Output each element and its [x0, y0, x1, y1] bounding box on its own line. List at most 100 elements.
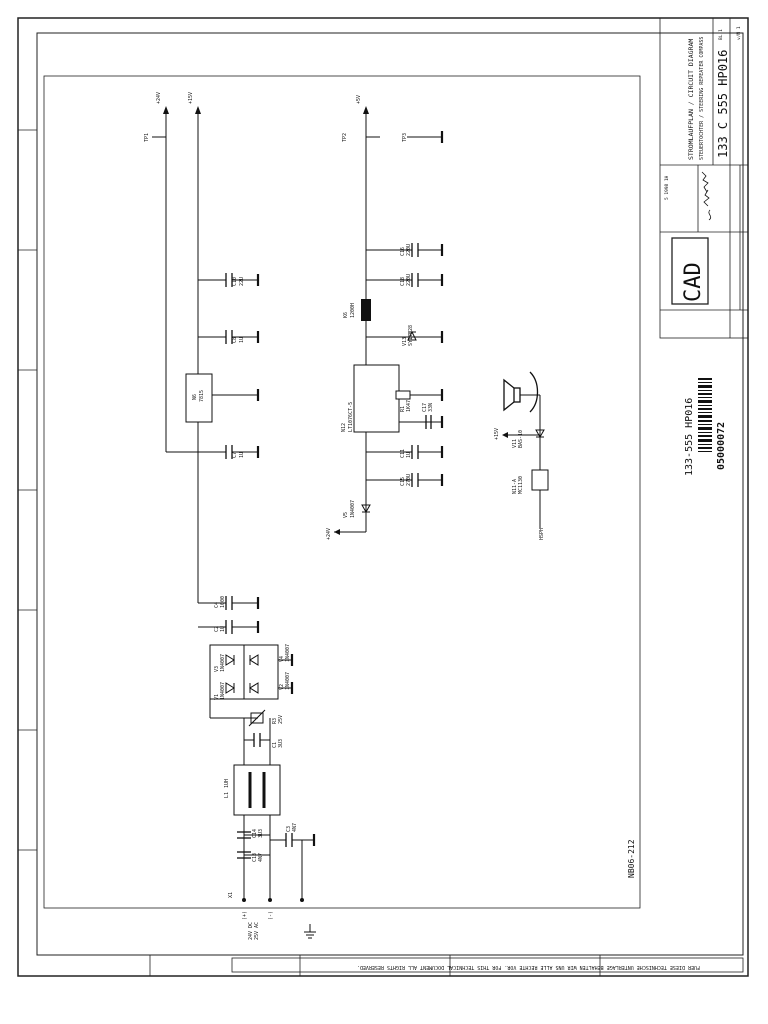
label-c1: C1 [272, 742, 278, 748]
label-c11: C11 [400, 449, 406, 458]
value-c2: 1U [220, 626, 226, 632]
value-c17: 33N [428, 403, 434, 412]
testpoint-tp1: TP1 [144, 133, 150, 142]
value-v4: 1N4007 [285, 644, 291, 662]
polarity-plus: (+) [242, 911, 248, 920]
schematic-wires [152, 112, 541, 900]
value-c3: 4N7 [292, 823, 298, 832]
net-24v-top: +24V [156, 92, 162, 104]
value-c11: 1U [406, 452, 412, 458]
barcode-label: 133-555 HP016 [684, 398, 695, 476]
value-n6: 7815 [199, 390, 205, 402]
label-c4: C4 [214, 602, 220, 608]
net-15v-in: +15V [494, 428, 500, 440]
label-c3: C3 [286, 826, 292, 832]
drawing-frame [17, 17, 749, 977]
value-c16: 220U [406, 244, 412, 256]
footer-note: FUER DIESE TECHNISCHE UNTERLAGE BEHALTEN… [357, 964, 700, 970]
title-primary: STROMLAUFPLAN / CIRCUIT DIAGRAM [687, 39, 695, 160]
testpoint-tp2: TP2 [342, 133, 348, 142]
label-r3: R3 [272, 718, 278, 724]
value-k6: 1200H [350, 303, 356, 318]
label-c16: C16 [400, 247, 406, 256]
label-c8: C8 [232, 337, 238, 343]
label-v3: V3 [214, 666, 220, 672]
label-n12: N12 [341, 423, 347, 432]
label-c10: C10 [232, 277, 238, 286]
drawing-number: 133 C 555 HP016 [716, 50, 730, 158]
label-l1: L1 [224, 792, 230, 798]
label-v2: V2 [279, 684, 285, 690]
value-v13: SY17L28 [408, 325, 414, 346]
net-labels: +24V +15V +5V +24V +15V HSPH TP1 TP2 TP3 [144, 92, 545, 540]
value-l1: 1UH [224, 779, 230, 788]
label-x1: X1 [228, 892, 234, 898]
label-c18: C18 [400, 277, 406, 286]
footer-note-bar: FUER DIESE TECHNISCHE UNTERLAGE BEHALTEN… [231, 957, 744, 973]
title-block [659, 17, 749, 339]
label-c13: C13 [252, 853, 258, 862]
label-n6: N6 [192, 394, 198, 400]
frame-grid-ticks [18, 129, 601, 976]
value-c7: 1U [239, 452, 245, 458]
value-v1: 1N4007 [220, 682, 226, 700]
value-c13: 4N7 [258, 853, 264, 862]
label-c15: C15 [400, 477, 406, 486]
value-c14: 3U3 [258, 829, 264, 838]
scale-note: 5 1998 1H [664, 175, 670, 200]
barcode [698, 378, 712, 452]
value-c8: 1U [239, 337, 245, 343]
value-r1: 1K47 [406, 400, 412, 412]
value-v5: 1N4007 [350, 500, 356, 518]
value-c1: 3U3 [278, 739, 284, 748]
label-v11: V11 [512, 439, 518, 448]
label-c2: C2 [214, 626, 220, 632]
signature-scribbles [701, 171, 712, 221]
net-5v-top: +5V [356, 95, 362, 104]
label-v4: V4 [279, 656, 285, 662]
label-c7: C7 [232, 452, 238, 458]
net-24v-in: +24V [326, 528, 332, 540]
value-n11: MC1130 [518, 476, 524, 494]
label-v1: V1 [214, 694, 220, 700]
supply-label-ac: 25V AC [254, 922, 260, 940]
capacitor-symbols [225, 243, 432, 859]
ground-symbol [304, 924, 316, 939]
value-v11: BAS-10 [518, 430, 524, 448]
varistor-r3 [248, 709, 266, 727]
component-labels: C10 22U C8 1U N6 7815 C7 1U C16 220U C18… [192, 244, 524, 940]
supply-label-dc: 24V DC [248, 922, 254, 940]
cad-mark: CAD [681, 262, 706, 302]
barcode-number: 05000072 [716, 422, 727, 470]
net-hsph: HSPH [539, 528, 545, 540]
net-15v-top: +15V [188, 92, 194, 104]
value-r3: 25V [278, 715, 284, 724]
diode-symbols [225, 330, 545, 694]
component-boxes [185, 364, 549, 491]
value-c15: 270U [406, 474, 412, 486]
label-c14: C14 [252, 829, 258, 838]
value-c18: 220U [406, 274, 412, 286]
value-c10: 22U [239, 277, 245, 286]
value-v2: 1N4007 [285, 672, 291, 690]
label-v13: V13 [402, 337, 408, 346]
label-v5: V5 [343, 512, 349, 518]
polarity-minus: (-) [268, 911, 274, 920]
supply-arrows [163, 106, 508, 535]
horn-symbol [503, 371, 539, 413]
terminal-markers [242, 898, 304, 902]
sheet-box-1: BL 1 [718, 29, 724, 40]
value-v3: 1N4007 [220, 654, 226, 672]
inductor-k6 [361, 299, 371, 321]
ground-bars [256, 131, 444, 846]
label-k6: K6 [343, 312, 349, 318]
transformer-l1 [248, 772, 266, 808]
title-secondary: STEUERTOCHTER / STEERING REPEATER COMPAS… [699, 37, 705, 160]
label-r1: R1 [400, 406, 406, 412]
value-n12: LT1076CT-5 [348, 402, 354, 432]
testpoint-tp3: TP3 [402, 133, 408, 142]
value-c4: 1000 [220, 596, 226, 608]
side-label: NB06-212 [627, 839, 636, 878]
label-n11: N11-A [512, 479, 518, 494]
